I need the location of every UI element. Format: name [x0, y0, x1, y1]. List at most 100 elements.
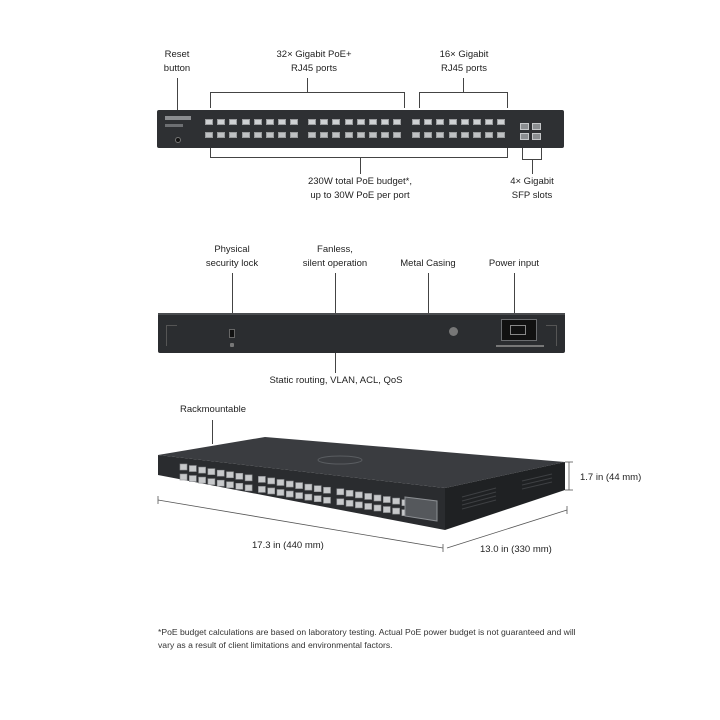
perspective-rj45-port — [244, 484, 253, 492]
perspective-rj45-port — [336, 498, 345, 506]
depth-dimension — [446, 506, 568, 549]
rj45-port — [205, 119, 213, 125]
power-socket-inner — [510, 325, 526, 335]
perspective-rj45-port — [345, 500, 354, 507]
sfp-slot — [532, 133, 541, 140]
perspective-rj45-port — [401, 509, 410, 516]
model-text-front — [165, 124, 183, 127]
rj45-port — [308, 119, 316, 125]
height-dimension — [565, 461, 573, 491]
security-lock-label: Physical security lock — [205, 244, 259, 269]
sfp-slot — [532, 123, 541, 130]
rj45-port — [485, 119, 494, 125]
perspective-rj45-port — [295, 482, 303, 489]
perspective-rj45-port — [313, 495, 322, 503]
rj45-port — [381, 119, 390, 125]
lock-icon — [230, 343, 234, 347]
poe-footnote: *PoE budget calculations are based on la… — [158, 627, 576, 650]
rj45-port — [241, 132, 250, 138]
switch-top-face — [158, 437, 565, 488]
poe-budget-label: 230W total PoE budget*, up to 30W PoE pe… — [307, 176, 413, 201]
perspective-rj45-port — [276, 489, 285, 496]
rj45-port — [369, 119, 377, 125]
perspective-rj45-port — [355, 501, 363, 509]
rj45-port — [381, 132, 390, 138]
perspective-rj45-port — [276, 479, 285, 486]
perspective-rj45-port — [244, 474, 253, 482]
perspective-rj45-port — [267, 487, 276, 495]
metal-casing-label: Metal Casing — [400, 258, 456, 269]
features-label: Static routing, VLAN, ACL, QoS — [269, 375, 403, 386]
rj45-port — [473, 119, 481, 125]
rj45-port — [356, 132, 365, 138]
rj45-port — [356, 119, 365, 125]
rj45-port — [332, 119, 341, 125]
rj45-ports-label: 16× Gigabit RJ45 ports — [439, 49, 489, 74]
security-lock-callout — [232, 273, 233, 329]
reset-button[interactable] — [175, 137, 181, 143]
perspective-rj45-port — [392, 507, 400, 515]
height-dimension-label: 1.7 in (44 mm) — [580, 472, 642, 483]
perspective-rj45-port — [401, 499, 410, 506]
security-lock-slot[interactable] — [229, 329, 235, 338]
perspective-rj45-port — [235, 472, 244, 480]
rj45-port — [369, 132, 377, 138]
perspective-rj45-port — [304, 493, 313, 501]
perspective-rj45-port — [323, 486, 331, 494]
perspective-rj45-port — [198, 476, 206, 484]
power-input-callout — [514, 273, 515, 317]
switch-front-panel — [157, 110, 564, 148]
fanless-callout — [335, 273, 336, 314]
perspective-rj45-port — [226, 471, 234, 479]
rj45-port — [344, 119, 353, 125]
perspective-sfp-cage — [404, 496, 438, 522]
perspective-rj45-port — [355, 491, 363, 499]
rackmountable-label: Rackmountable — [180, 404, 247, 415]
rj45-ports-bracket — [419, 92, 508, 108]
side-vents — [461, 473, 553, 510]
rj45-port — [217, 132, 226, 138]
sfp-bracket-stem — [532, 160, 533, 174]
perspective-rj45-port — [345, 490, 354, 497]
perspective-rj45-port — [304, 483, 313, 491]
rj45-port — [205, 132, 213, 138]
reset-button-label: Reset button — [163, 49, 191, 74]
perspective-rj45-port — [207, 478, 216, 485]
perspective-rj45-port — [258, 476, 266, 483]
depth-dimension-label: 13.0 in (330 mm) — [480, 544, 552, 555]
perspective-rj45-port — [285, 490, 294, 498]
rj45-port — [278, 119, 287, 125]
perspective-rj45-port — [364, 493, 373, 500]
rj45-port — [473, 132, 481, 138]
rack-callout — [212, 420, 213, 444]
perspective-rj45-port — [235, 482, 244, 490]
perspective-rj45-port — [313, 485, 322, 493]
rj45-port — [485, 132, 494, 138]
rj45-port — [308, 132, 316, 138]
rj45-port — [448, 119, 457, 125]
perspective-rj45-port — [336, 488, 345, 496]
perspective-rj45-port — [373, 504, 382, 512]
switch-side-face — [445, 462, 565, 530]
rj45-port — [253, 132, 262, 138]
rj45-port — [436, 132, 445, 138]
rj45-port — [344, 132, 353, 138]
perspective-rj45-port — [392, 497, 400, 505]
power-socket[interactable] — [501, 319, 537, 341]
perspective-rj45-port — [189, 475, 197, 482]
rj45-port — [253, 119, 262, 125]
perspective-rj45-port — [189, 465, 197, 472]
perspective-rj45-port — [226, 481, 234, 489]
sfp-slots-label: 4× Gigabit SFP slots — [510, 176, 554, 201]
perspective-rj45-port — [382, 496, 391, 503]
reset-callout-line — [177, 78, 178, 138]
rj45-port — [241, 119, 250, 125]
rj45-port — [460, 119, 469, 125]
rj45-port — [448, 132, 457, 138]
perspective-rj45-port — [258, 486, 266, 493]
perspective-rj45-port — [323, 496, 331, 504]
rear-mount-right — [546, 325, 557, 346]
switch-front-face — [158, 455, 445, 530]
top-logo-icon — [317, 455, 363, 465]
